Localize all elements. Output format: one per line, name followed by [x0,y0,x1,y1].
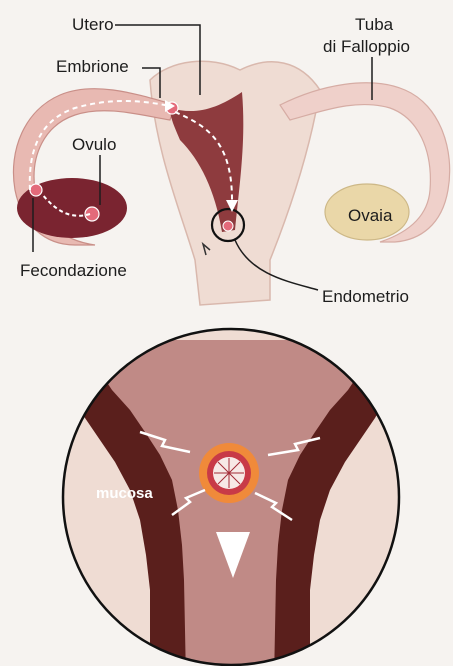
fecondazione-cell [30,184,42,196]
label-utero: Utero [72,15,114,34]
label-tuba-1: Tuba [355,15,394,34]
label-fecondazione: Fecondazione [20,261,127,280]
label-mucosa: mucosa [96,485,153,502]
label-ovulo: Ovulo [72,135,116,154]
label-embrione: Embrione [56,57,129,76]
embryo-cells [214,458,244,488]
label-tuba-2: di Falloppio [323,37,410,56]
magnified-view: mucosa [63,329,399,666]
label-endometrio: Endometrio [322,287,409,306]
implantation-cell [223,221,233,231]
label-ovaia: Ovaia [348,206,393,225]
